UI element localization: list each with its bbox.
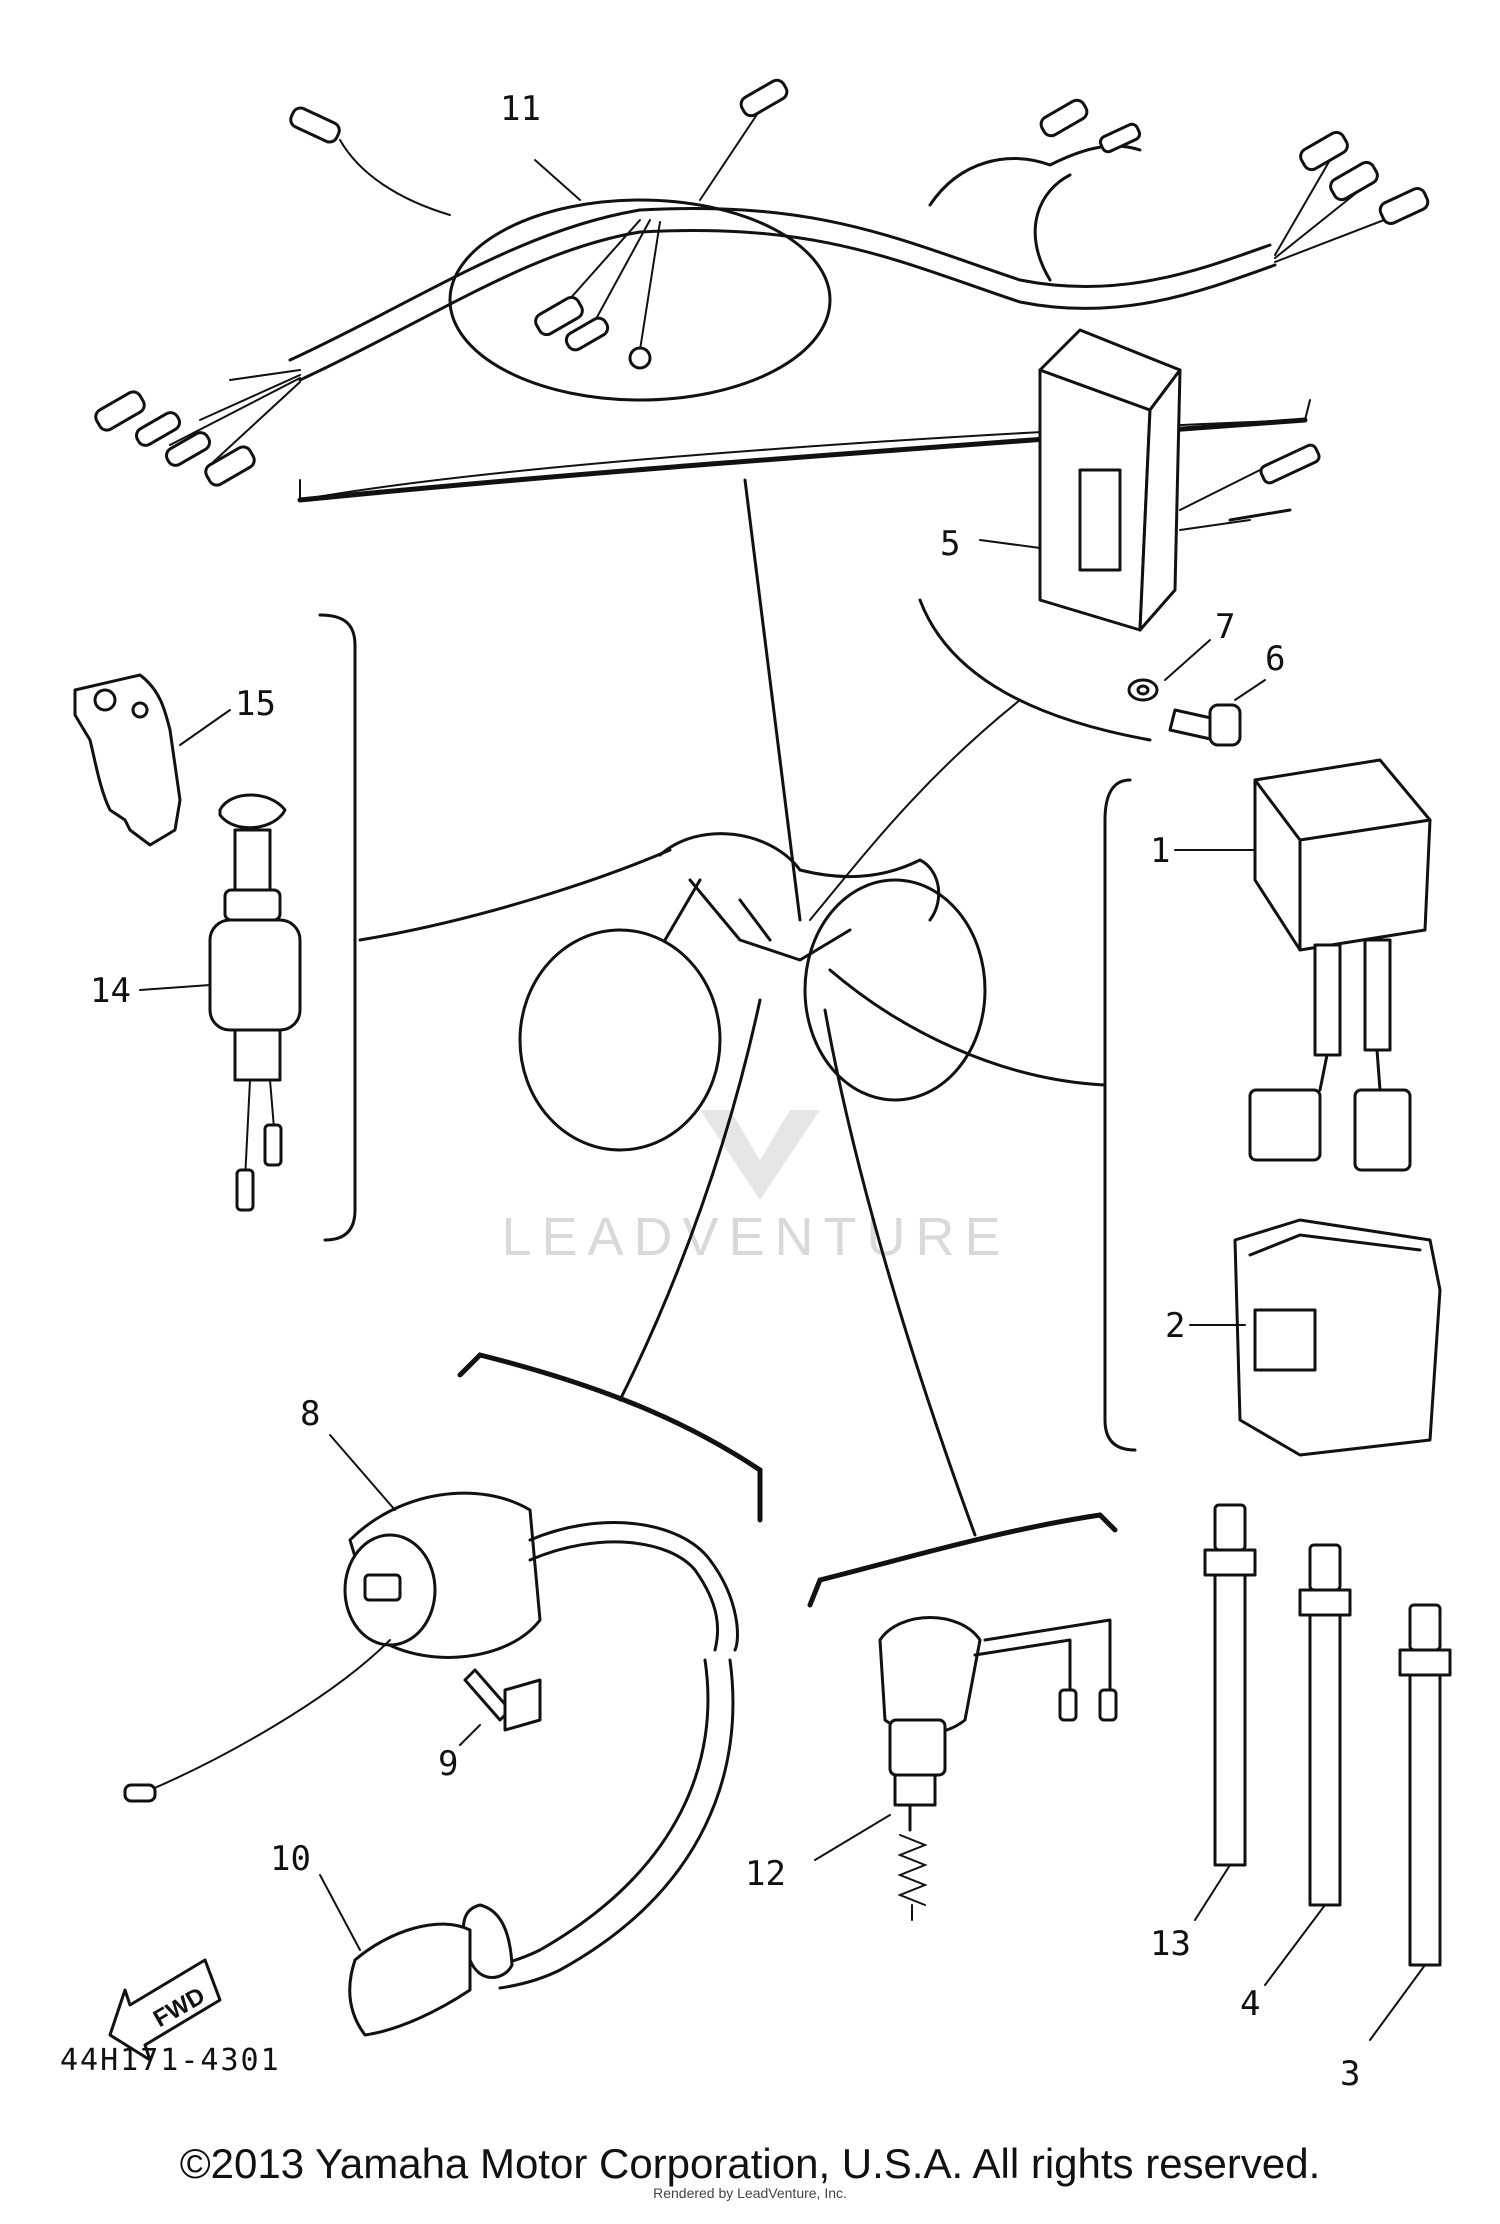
cable-tie-13: 13 <box>1150 1503 1257 1964</box>
bracket-plate: 15 <box>73 673 276 847</box>
cdi-unit: 1 <box>1150 758 1432 1172</box>
callout-15: 15 <box>235 684 276 724</box>
choke-switch: 14 <box>90 793 302 1212</box>
callout-12: 12 <box>745 1854 786 1894</box>
rendered-by: Rendered by LeadVenture, Inc. <box>653 2185 847 2201</box>
callout-1: 1 <box>1150 831 1170 871</box>
ignition-coil: 8 <box>123 1394 739 1803</box>
copyright: ©2013 Yamaha Motor Corporation, U.S.A. A… <box>179 2140 1321 2187</box>
watermark: LEADVENTURE <box>501 1110 1010 1267</box>
callout-13: 13 <box>1150 1924 1191 1964</box>
callout-14: 14 <box>90 971 131 1011</box>
callout-2: 2 <box>1165 1306 1185 1346</box>
callout-6: 6 <box>1265 639 1285 679</box>
neutral-switch: 12 <box>745 1616 1118 1921</box>
cdi-cover: 2 <box>1165 1218 1442 1457</box>
rectifier-regulator: 5 <box>809 328 1321 921</box>
motorcycle-outline <box>518 832 987 1152</box>
callout-7: 7 <box>1215 607 1235 647</box>
callout-5: 5 <box>940 524 960 564</box>
wire-harness: 11 <box>94 78 1430 922</box>
coil-bolt: 9 <box>438 1668 542 1784</box>
watermark-text: LEADVENTURE <box>501 1207 1010 1267</box>
plug-cap: 10 <box>270 1658 735 2037</box>
cable-tie-4: 4 <box>1240 1543 1352 2024</box>
callout-8: 8 <box>300 1394 320 1434</box>
callout-4: 4 <box>1240 1984 1260 2024</box>
callout-9: 9 <box>438 1744 458 1784</box>
callout-10: 10 <box>270 1839 311 1879</box>
cable-tie-3: 3 <box>1340 1603 1452 2094</box>
washer-and-bolt: 7 6 <box>1127 607 1285 747</box>
callout-11: 11 <box>500 89 541 129</box>
callout-3: 3 <box>1340 2054 1360 2094</box>
diagram-code: 44H171-4301 <box>60 2043 281 2078</box>
